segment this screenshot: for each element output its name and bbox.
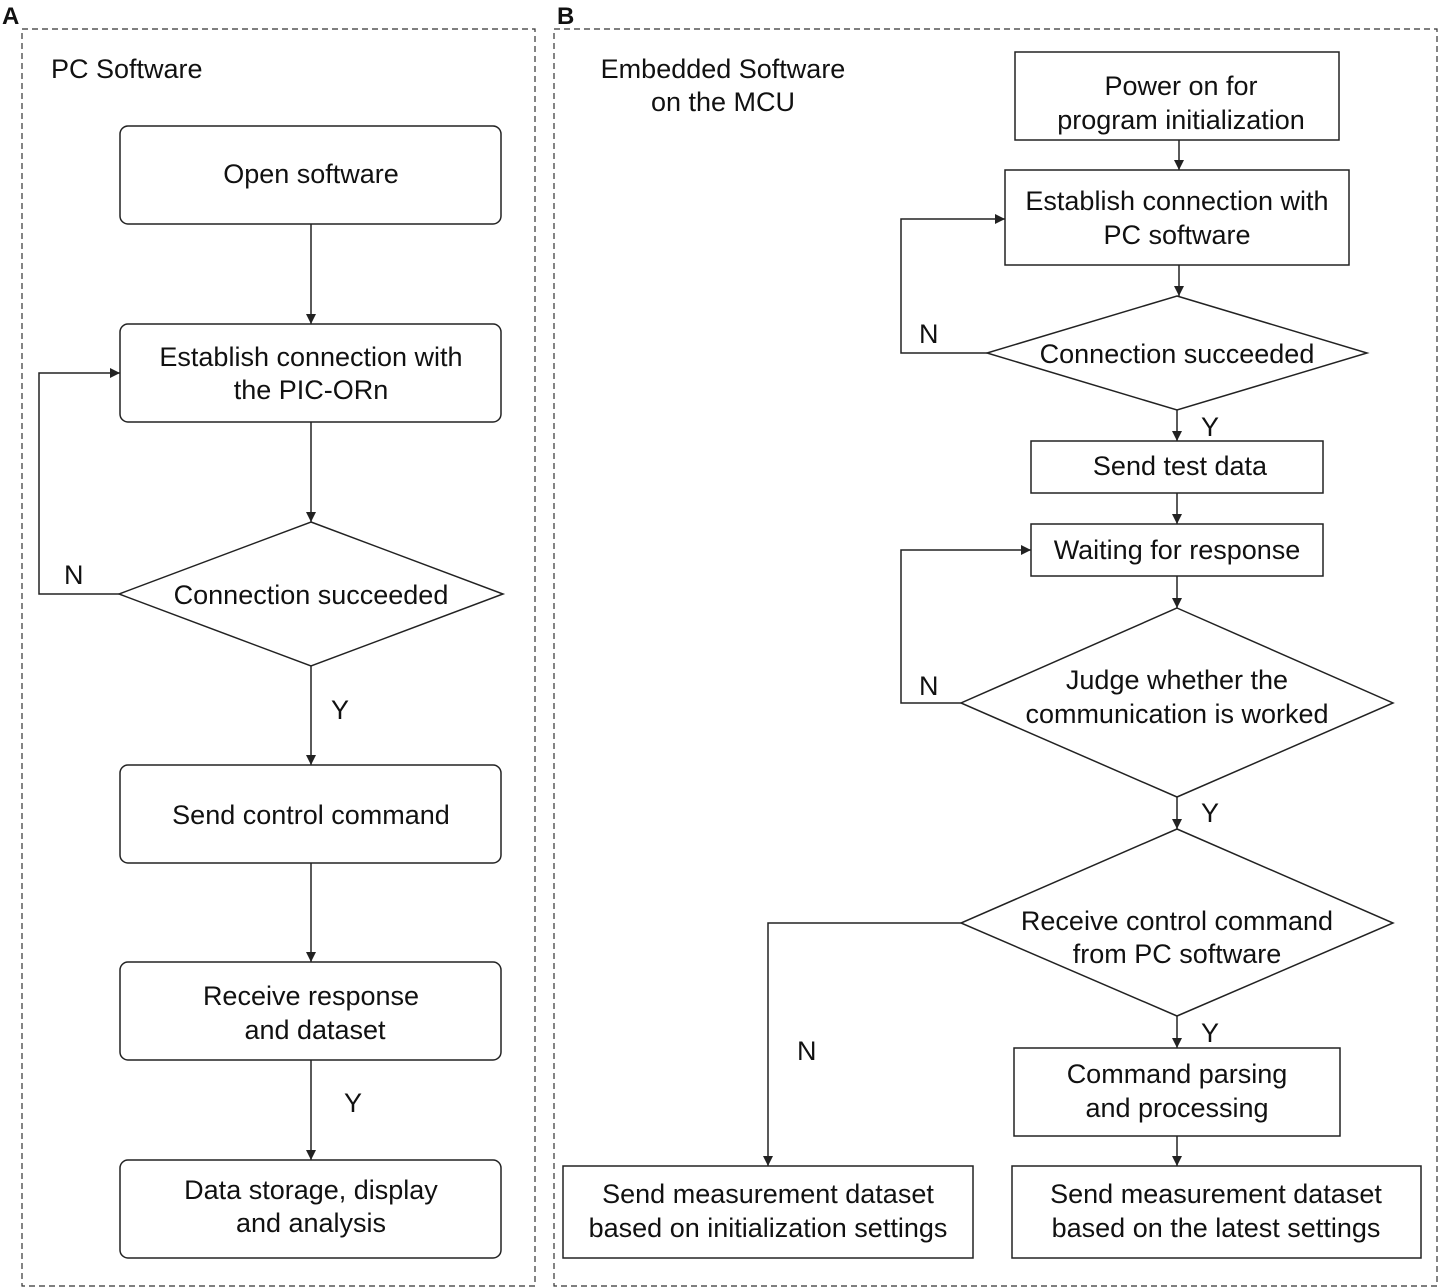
judge-communication-label-line2: communication is worked [1025,699,1328,729]
yes-label-b-2: Y [1201,798,1219,828]
power-on-box [1014,51,1340,141]
establish-connection-box-a [119,323,502,423]
panel-a-letter: A [2,3,19,30]
power-on-label-line2: program initialization [1057,105,1305,135]
send-dataset-init-label-line2: based on initialization settings [589,1213,948,1243]
send-dataset-init-box [562,1165,974,1259]
connection-decision-b-label: Connection succeeded [1040,339,1315,369]
send-test-data-label: Send test data [1093,451,1268,481]
send-dataset-latest-label-line2: based on the latest settings [1052,1213,1381,1243]
receive-command-label-line2: from PC software [1073,939,1282,969]
command-parsing-label-line1: Command parsing [1067,1059,1288,1089]
waiting-response-box [1030,523,1324,577]
command-parsing-box [1013,1047,1341,1137]
panel-a-frame [21,28,536,1287]
no-label-b-1: N [919,319,939,349]
receive-response-label-line2: and dataset [244,1015,386,1045]
data-storage-label-line2: and analysis [236,1208,386,1238]
yes-label-a-1: Y [331,695,349,725]
send-dataset-init-label-line1: Send measurement dataset [602,1179,934,1209]
panel-a-title: PC Software [51,54,203,84]
no-label-b-3: N [797,1036,817,1066]
connection-decision-a-label: Connection succeeded [174,580,449,610]
arrow-receive-cmd-no [763,922,961,1166]
yes-label-b-1: Y [1201,412,1219,442]
yes-label-b-3: Y [1201,1018,1219,1048]
power-on-label-line1: Power on for [1104,71,1257,101]
arrow-decision-a-no-loop [38,368,120,595]
judge-communication-label-line1: Judge whether the [1066,665,1288,695]
data-storage-label-line1: Data storage, display [184,1175,438,1205]
no-label-b-2: N [919,671,939,701]
receive-command-label-line1: Receive control command [1021,906,1333,936]
establish-connection-label-a-line2: the PIC-ORn [234,375,389,405]
waiting-response-label: Waiting for response [1054,535,1301,565]
arrow-decision-b-no-loop [900,214,1005,354]
panel-b-letter: B [557,3,574,30]
send-control-command-label: Send control command [172,800,450,830]
no-label-a: N [64,560,84,590]
panel-b-title-line2: on the MCU [651,87,795,117]
panel-b-title-line1: Embedded Software [601,54,846,84]
panel-b-frame [553,28,1438,1287]
establish-connection-label-b-line1: Establish connection with [1025,186,1328,216]
receive-response-box [119,961,502,1061]
yes-label-a-2: Y [344,1088,362,1118]
establish-connection-label-a-line1: Establish connection with [159,342,462,372]
receive-response-label-line1: Receive response [203,981,419,1011]
establish-connection-box-b [1004,169,1350,266]
establish-connection-label-b-line2: PC software [1103,220,1250,250]
send-dataset-latest-box [1011,1165,1422,1259]
command-parsing-label-line2: and processing [1085,1093,1268,1123]
arrow-judge-no-loop [900,545,1031,704]
send-dataset-latest-label-line1: Send measurement dataset [1050,1179,1382,1209]
open-software-label: Open software [223,159,399,189]
